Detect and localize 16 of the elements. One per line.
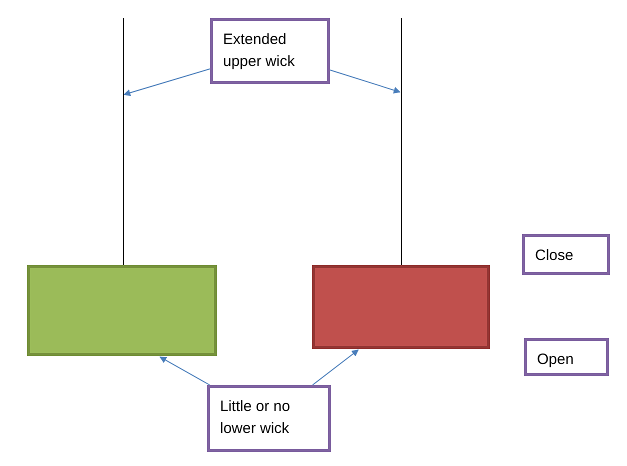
candle-wick [400, 18, 402, 265]
callout-box [210, 18, 330, 84]
callout-box [524, 338, 609, 376]
callout-text: Close [535, 246, 574, 266]
callout-box [522, 234, 610, 275]
callout-text: Open [537, 350, 575, 370]
callout-text: Little or no lower wick [220, 397, 292, 439]
callout-text: Extended upper wick [223, 30, 296, 72]
bullish-candle-body [27, 265, 217, 356]
arrow [123, 68, 210, 96]
callout-box [207, 385, 331, 452]
arrow [312, 349, 359, 386]
bearish-candle-body [312, 265, 490, 349]
candle-wick [122, 18, 124, 265]
arrow [159, 356, 210, 386]
arrow [330, 69, 401, 94]
